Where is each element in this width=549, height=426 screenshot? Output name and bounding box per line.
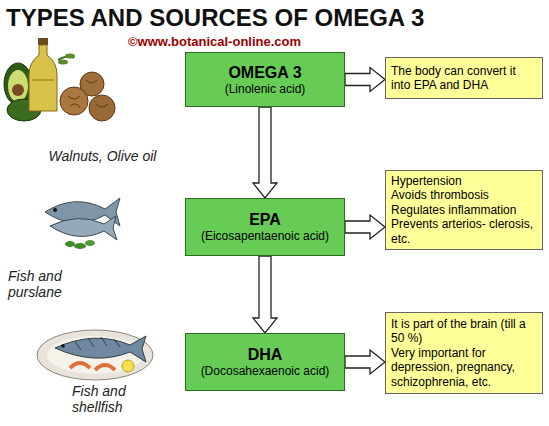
watermark: ©www.botanical-online.com: [128, 34, 301, 49]
block-arrow: [253, 256, 277, 333]
box-text: It is part of the brain (till a 50 %): [391, 317, 537, 346]
block-arrow: [345, 68, 385, 92]
box-text: Prevents arterios- clerosis, etc.: [391, 217, 537, 246]
block-arrow: [253, 107, 277, 198]
box-text: Regulates inflammation: [391, 203, 537, 217]
box-text: (Docosahexaenoic acid): [191, 364, 339, 378]
box-text: (Eicosapentaenoic acid): [191, 229, 339, 243]
source-label: Fish and shellfish: [72, 383, 162, 415]
acid-box: DHA(Docosahexaenoic acid): [185, 333, 345, 391]
box-heading: OMEGA 3: [191, 63, 339, 82]
box-text: (Linolenic acid): [191, 82, 339, 96]
note-box: It is part of the brain (till a 50 %)Ver…: [385, 312, 543, 394]
acid-box: EPA(Eicosapentaenoic acid): [185, 198, 345, 256]
source-label: Walnuts, Olive oil: [45, 148, 160, 164]
acid-box: OMEGA 3(Linolenic acid): [185, 52, 345, 107]
box-heading: EPA: [191, 210, 339, 229]
note-box: HypertensionAvoids thrombosisRegulates i…: [385, 170, 543, 250]
box-text: Hypertension: [391, 174, 537, 188]
block-arrow: [345, 350, 385, 374]
seafood-plate: [37, 330, 153, 380]
box-heading: DHA: [191, 345, 339, 364]
box-text: Avoids thrombosis: [391, 188, 537, 202]
note-box: The body can convert it into EPA and DHA: [385, 57, 543, 99]
box-text: Very important for depression, pregnancy…: [391, 346, 537, 389]
diagram-title: TYPES AND SOURCES OF OMEGA 3: [6, 4, 424, 32]
block-arrow: [345, 215, 385, 239]
box-text: The body can convert it into EPA and DHA: [391, 64, 537, 93]
fish-picture: [45, 198, 120, 249]
source-label: Fish and purslane: [8, 268, 93, 300]
walnut-picture: [60, 72, 115, 121]
